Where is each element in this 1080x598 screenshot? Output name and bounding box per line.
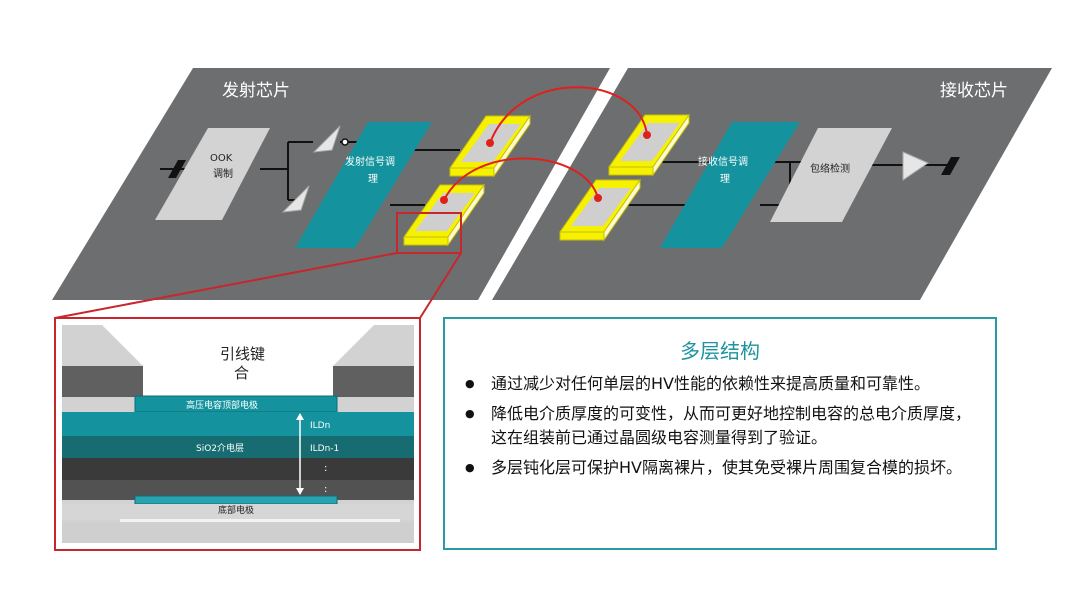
- passivation-right: [333, 325, 414, 366]
- multilayer-info-box: 多层结构 通过减少对任何单层的HV性能的依赖性来提高质量和可靠性。 降低电介质厚…: [443, 317, 997, 550]
- info-bullets: 通过减少对任何单层的HV性能的依赖性来提高质量和可靠性。 降低电介质厚度的可变性…: [463, 372, 977, 480]
- bottom-plate: [134, 495, 338, 505]
- receiver-chip: [492, 68, 1052, 300]
- wire-bond-label-line2: 合: [234, 364, 249, 382]
- bond-point-4: [594, 194, 602, 202]
- transmitter-chip: [52, 68, 610, 300]
- rx-cond-label-line1: 接收信号调: [698, 155, 748, 168]
- rx-capacitor-bottom: [559, 178, 641, 242]
- ook-label-line1: OOK: [210, 153, 233, 164]
- rx-chip-title: 接收芯片: [940, 81, 1008, 101]
- dielectric-label: SiO2介电层: [196, 442, 244, 454]
- ook-modulator-block: [155, 128, 270, 220]
- tx-signal-conditioning-block: [295, 122, 432, 248]
- top-plate-label: 高压电容顶部电极: [186, 399, 258, 411]
- bond-wire-bottom: [443, 157, 599, 201]
- ellipsis-2: :: [324, 484, 327, 495]
- info-bullet-2: 降低电介质厚度的可变性，从而可更好地控制电容的总电介质厚度，这在组装前已通过晶圆…: [465, 402, 977, 450]
- tx-cond-label-line1: 发射信号调: [345, 155, 395, 168]
- cross-section-panel: [54, 317, 421, 551]
- info-bullet-1: 通过减少对任何单层的HV性能的依赖性来提高质量和可靠性。: [465, 372, 977, 396]
- ild-layer-n: [62, 412, 414, 436]
- driver-bubble-icon: [341, 138, 349, 146]
- rx-output-terminal: [941, 157, 960, 175]
- wire-bond-label-line1: 引线键: [220, 345, 265, 363]
- bond-wire-top: [489, 86, 648, 144]
- bond-point-1: [486, 139, 494, 147]
- zoom-line-right: [419, 252, 462, 319]
- rx-capacitor-top: [608, 113, 690, 177]
- ild-n-label: ILDn: [310, 421, 330, 431]
- envelope-label: 包络检测: [810, 162, 850, 175]
- driver-icon-bottom: [281, 185, 310, 213]
- envelope-detector-block: [770, 128, 892, 222]
- rx-cond-label-line2: 理: [720, 173, 730, 185]
- ild-layer-n1: [62, 436, 414, 458]
- bond-point-3: [440, 196, 448, 204]
- bond-point-2: [643, 131, 651, 139]
- bottom-plate-label: 底部电极: [218, 504, 254, 516]
- driver-icon-top: [312, 125, 341, 153]
- zoom-source-frame: [396, 212, 462, 254]
- tx-chip-title: 发射芯片: [222, 81, 290, 101]
- info-bullet-3: 多层钝化层可保护HV隔离裸片，使其免受裸片周围复合模的损坏。: [465, 456, 977, 480]
- output-buffer-icon: [902, 151, 930, 181]
- passivation-left: [62, 325, 143, 366]
- zoom-line-left: [54, 252, 398, 319]
- ook-label-line2: 调制: [213, 167, 233, 180]
- tx-cond-label-line2: 理: [368, 173, 378, 185]
- rx-signal-conditioning-block: [660, 122, 800, 248]
- ellipsis-1: :: [324, 463, 327, 474]
- ild-layer-dark-2: [62, 480, 414, 500]
- tx-input-terminal: [168, 160, 186, 178]
- ild-n1-label: ILDn-1: [310, 444, 339, 454]
- info-title: 多层结构: [680, 339, 760, 363]
- ild-layer-dark-1: [62, 458, 414, 480]
